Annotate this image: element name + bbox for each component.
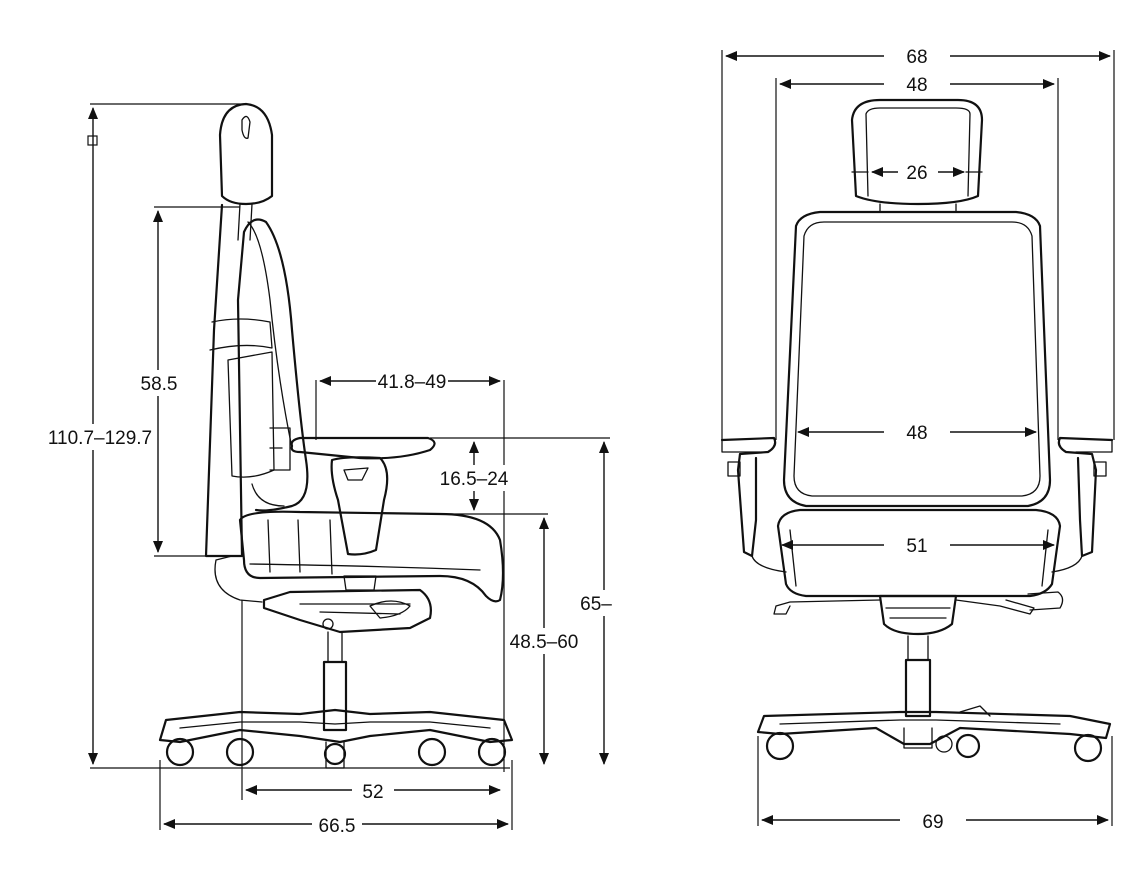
side-armrest — [290, 436, 436, 460]
front-left-armrest — [720, 436, 777, 558]
armrest-depth-label: 41.8–49 — [378, 372, 447, 393]
backrest-height-label: 58.5 — [141, 374, 178, 395]
front-seat — [776, 508, 1062, 598]
front-view-chair — [720, 98, 1114, 763]
overall-width-label: 68 — [906, 47, 927, 68]
inner-width-label: 48 — [906, 75, 927, 96]
headrest-width-label: 26 — [906, 163, 927, 184]
base-width-label: 69 — [922, 812, 943, 833]
overall-depth-label: 66.5 — [319, 816, 356, 837]
side-mechanism — [262, 588, 432, 634]
side-headrest — [218, 102, 274, 206]
front-base — [756, 710, 1112, 746]
side-gas-cylinder — [322, 660, 348, 732]
side-seat — [238, 510, 505, 603]
seat-width-label: 51 — [906, 536, 927, 557]
backrest-width-label: 48 — [906, 423, 927, 444]
front-backrest — [782, 210, 1052, 508]
front-headrest — [850, 98, 984, 206]
side-backrest — [204, 203, 308, 558]
armrest-height-label: 16.5–24 — [440, 469, 509, 490]
side-view-chair — [158, 102, 514, 769]
front-view-extension-lines — [721, 50, 1115, 826]
inner-base-depth-label: 52 — [362, 782, 383, 803]
side-view-labels: 110.7–129.7 58.5 41.8–49 16.5–24 48.5–60… — [46, 368, 614, 838]
seat-height-label: 48.5–60 — [510, 632, 579, 653]
front-view-labels: 68 48 26 48 51 69 — [884, 42, 966, 834]
overall-height-label: 110.7–129.7 — [48, 428, 152, 449]
side-base — [158, 708, 514, 744]
front-gas-cylinder — [904, 658, 932, 718]
front-mechanism — [878, 594, 958, 636]
side-view-extension-lines — [87, 103, 610, 830]
front-right-armrest — [1057, 436, 1114, 558]
side-view-dimension-lines — [88, 107, 609, 829]
armrest-floor-height-label: 65– — [580, 594, 612, 615]
